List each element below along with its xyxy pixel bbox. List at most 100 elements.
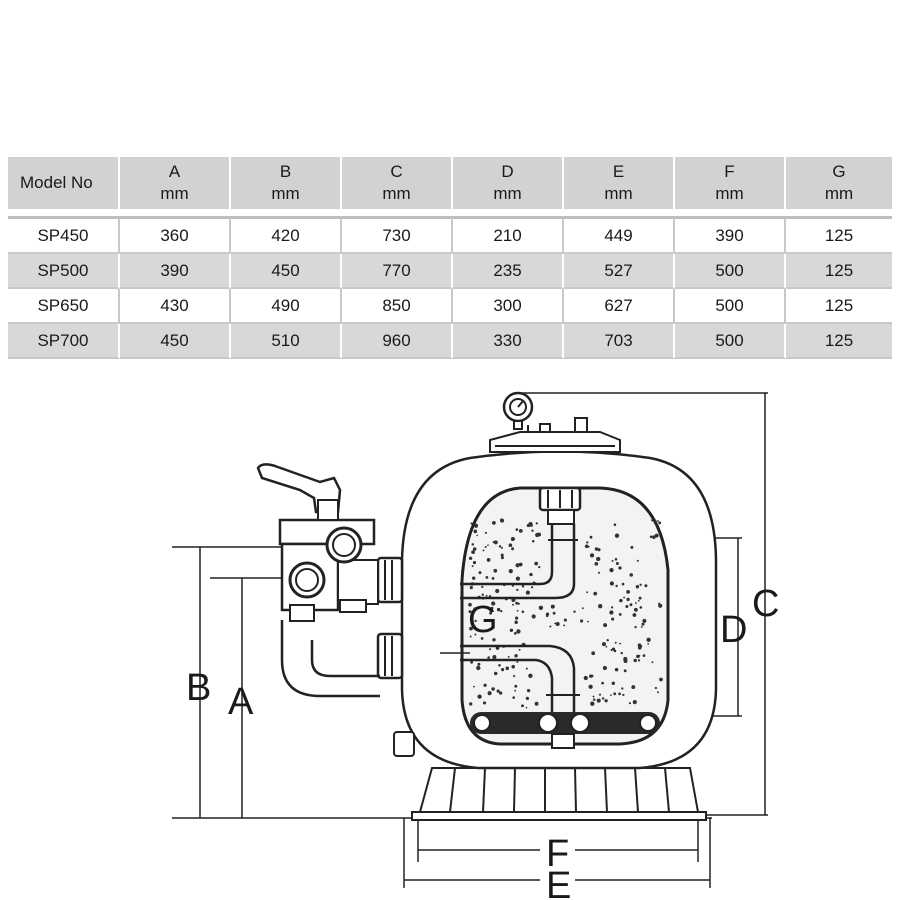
sand-grain <box>596 698 601 703</box>
sand-grain <box>485 594 488 597</box>
sand-grain <box>615 584 618 588</box>
sand-grain <box>505 666 510 671</box>
sand-grain <box>623 669 627 673</box>
sand-grain <box>516 629 521 634</box>
label-g: G <box>468 599 498 641</box>
sand-grain <box>592 698 596 701</box>
sand-grain <box>515 616 519 620</box>
table-cell: 850 <box>342 289 453 324</box>
sand-grain <box>563 618 567 622</box>
sand-grain <box>614 558 618 561</box>
sand-grain <box>652 535 656 539</box>
sand-grain <box>509 628 514 633</box>
label-c: C <box>752 583 779 625</box>
sand-grain <box>651 661 654 664</box>
sand-grain <box>628 702 631 705</box>
header-unit: mm <box>604 184 633 203</box>
sand-grain <box>618 612 622 616</box>
sand-grain <box>471 543 475 546</box>
sand-grain <box>637 599 640 602</box>
table-cell: 627 <box>564 289 675 324</box>
sand-grain <box>492 638 496 642</box>
sand-grain <box>473 529 478 534</box>
sand-grain <box>614 641 617 644</box>
sand-grain <box>659 677 663 682</box>
table-cell-model: SP700 <box>8 324 120 359</box>
sand-grain <box>622 693 625 697</box>
sand-grain <box>515 563 520 568</box>
label-a: A <box>228 681 254 723</box>
sand-grain <box>469 626 473 631</box>
sand-grain <box>563 624 566 627</box>
sand-grain <box>654 686 658 690</box>
sand-grain <box>489 611 492 615</box>
sand-grain <box>586 591 589 594</box>
sand-grain <box>481 593 484 596</box>
header-unit: mm <box>493 184 522 203</box>
header-unit: mm <box>382 184 411 203</box>
sand-grain <box>489 648 492 651</box>
sand-grain <box>535 522 538 525</box>
sand-grain <box>647 643 650 645</box>
sand-grain <box>516 660 519 663</box>
sand-grain <box>500 556 504 560</box>
sand-grain <box>473 607 476 610</box>
sand-grain <box>476 665 481 671</box>
sand-grain <box>601 697 605 700</box>
sand-grain <box>625 604 629 609</box>
label-b: B <box>186 667 211 709</box>
sand-grain <box>472 547 477 551</box>
sand-grain <box>584 544 589 549</box>
sand-grain <box>642 654 646 657</box>
table-row: SP650 430 490 850 300 627 500 125 <box>8 289 892 324</box>
header-d: D mm <box>453 157 564 209</box>
sand-grain <box>545 612 550 616</box>
label-d: D <box>720 609 747 651</box>
sand-grain <box>472 576 476 580</box>
table-spacer-cell <box>8 209 892 216</box>
sand-grain <box>483 683 487 687</box>
sand-grain <box>469 585 473 590</box>
sand-grain <box>538 605 544 610</box>
sand-grain <box>594 547 599 551</box>
table-cell: 125 <box>786 216 892 254</box>
sand-grain <box>658 521 662 525</box>
sand-grain <box>485 575 489 579</box>
header-label: C <box>390 162 403 181</box>
sand-grain <box>636 654 640 659</box>
sand-grain <box>603 623 608 628</box>
sand-grain <box>486 557 491 562</box>
sand-grain <box>501 668 505 672</box>
sand-grain <box>512 603 514 606</box>
header-unit: mm <box>715 184 744 203</box>
sand-grain <box>602 665 607 671</box>
sand-grain <box>550 604 555 609</box>
sand-grain <box>531 614 536 619</box>
sand-grain <box>481 585 484 589</box>
sand-grain <box>631 685 636 690</box>
sand-grain <box>498 664 501 667</box>
sand-grain <box>469 702 473 706</box>
sand-grain <box>500 553 504 557</box>
dimensions-table: Model No A mm B mm C mm D mm E mm <box>8 157 892 359</box>
sand-grain <box>613 649 617 653</box>
sand-grain <box>514 654 518 658</box>
sand-grain <box>591 651 596 656</box>
sand-grain <box>495 588 500 594</box>
sand-grain <box>573 610 576 613</box>
sand-grain <box>605 645 608 648</box>
sand-grain <box>531 586 534 589</box>
table-cell: 450 <box>120 324 231 359</box>
sand-grain <box>468 602 472 607</box>
header-label: B <box>279 162 292 181</box>
sand-grain <box>581 607 584 610</box>
table-cell-model: SP450 <box>8 216 120 254</box>
sand-grain <box>480 637 484 640</box>
sand-grain <box>637 645 642 650</box>
sand-grain <box>654 533 659 538</box>
sand-grain <box>487 656 490 659</box>
sand-grain <box>525 667 528 670</box>
sand-grain <box>474 633 477 636</box>
sand-grain <box>511 664 515 669</box>
sand-grain <box>555 621 560 627</box>
